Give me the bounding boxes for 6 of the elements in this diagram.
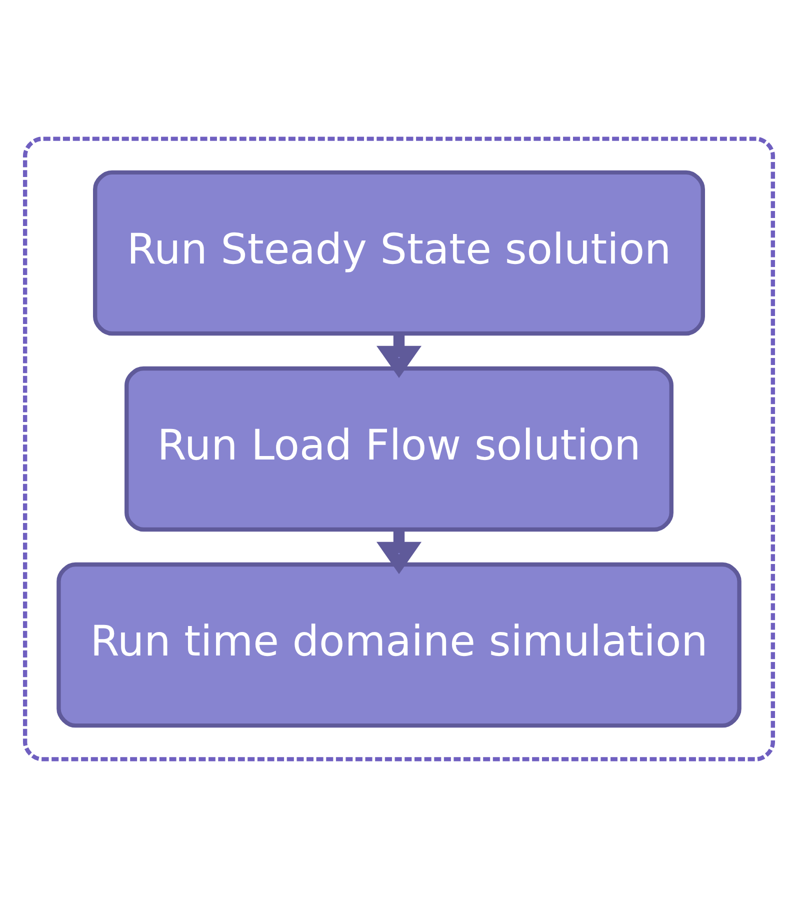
arrow [376,530,422,574]
node-box: Run Steady State solution [93,170,705,336]
node-box: Run time domaine simulation [56,562,742,728]
cluster [22,136,776,762]
arrow [376,334,422,378]
node-box: Run Load Flow solution [124,366,674,532]
